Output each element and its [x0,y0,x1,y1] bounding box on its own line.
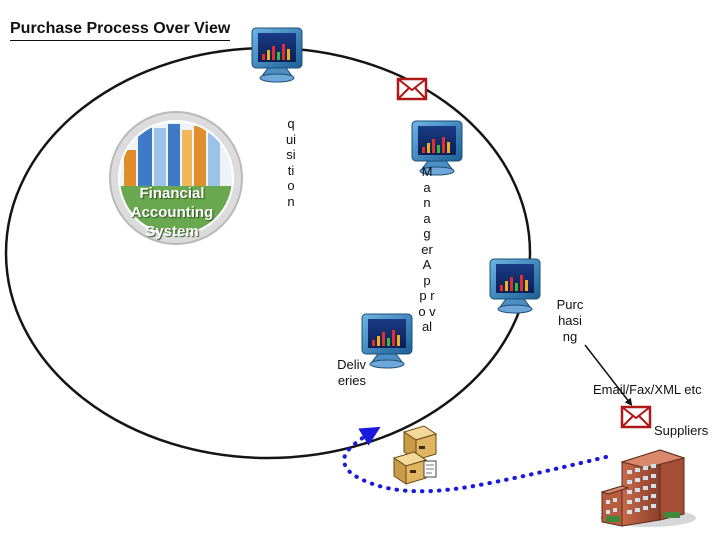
delivery-return-arrow [342,426,608,494]
suppliers-label: Suppliers [654,423,709,438]
process-cycle-ellipse [4,46,532,460]
purchasing-computer-icon [489,258,541,314]
purchasing-to-supplier-arrow [584,344,633,406]
page-title: Purchase Process Over View [10,20,231,41]
purchasing-label: Purc hasi ng [556,297,584,344]
manager-approval-label: M a n a g er A p p r o v al [418,164,436,334]
financial-system-badge [109,111,243,245]
filing-cabinet-icon [392,425,438,485]
envelope-icon [396,77,428,101]
email-fax-label: Email/Fax/XML etc [593,382,702,397]
deliveries-computer-icon [361,313,413,369]
requisition-computer-icon [251,27,303,83]
financial-system-label: Financial Accounting System [130,185,214,240]
office-building-icon [600,449,696,527]
requisition-label: q ui si ti o n [285,116,297,209]
deliveries-label: Deliv eries [337,357,366,388]
supplier-envelope-icon [620,405,652,429]
